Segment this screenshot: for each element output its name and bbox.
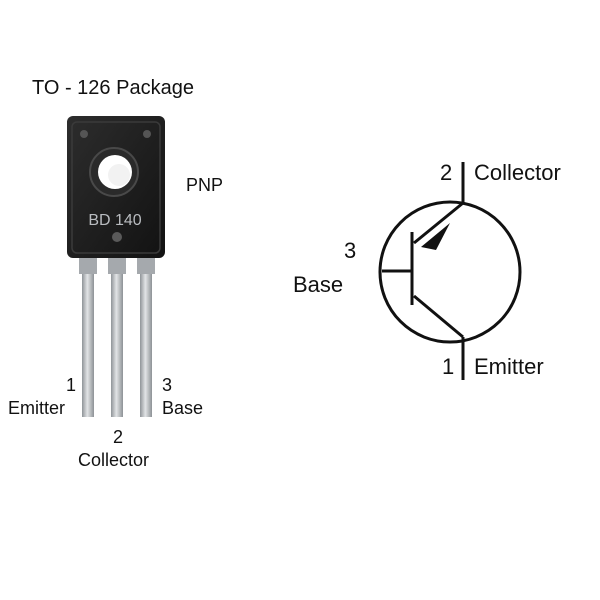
pin-1-name: Emitter [8,398,66,418]
lead-emitter [82,252,94,417]
symbol-base-number: 3 [344,238,357,263]
symbol-collector-name: Collector [474,160,561,185]
package-title: TO - 126 Package [32,77,194,99]
symbol-circle [378,200,522,344]
symbol-collector-number: 2 [440,160,453,185]
pnp-symbol [378,162,522,380]
lead-base [140,252,152,417]
lead-collector [111,252,123,417]
pin-1-number: 1 [66,375,77,395]
pnp-arrow [421,223,450,250]
symbol-emitter-number: 1 [442,354,455,379]
package-marking: BD 140 [88,212,141,229]
symbol-base-name: Base [293,272,344,297]
collector-diagonal [413,201,464,245]
pin-3-name: Base [162,398,204,418]
to126-package: BD 140 [67,116,165,417]
symbol-emitter-name: Emitter [474,354,544,379]
pin-2-name: Collector [78,450,150,470]
pin-3-number: 3 [162,375,173,395]
pin-2-number: 2 [113,427,124,447]
emitter-diagonal [413,294,464,339]
transistor-type-label: PNP [186,175,224,195]
